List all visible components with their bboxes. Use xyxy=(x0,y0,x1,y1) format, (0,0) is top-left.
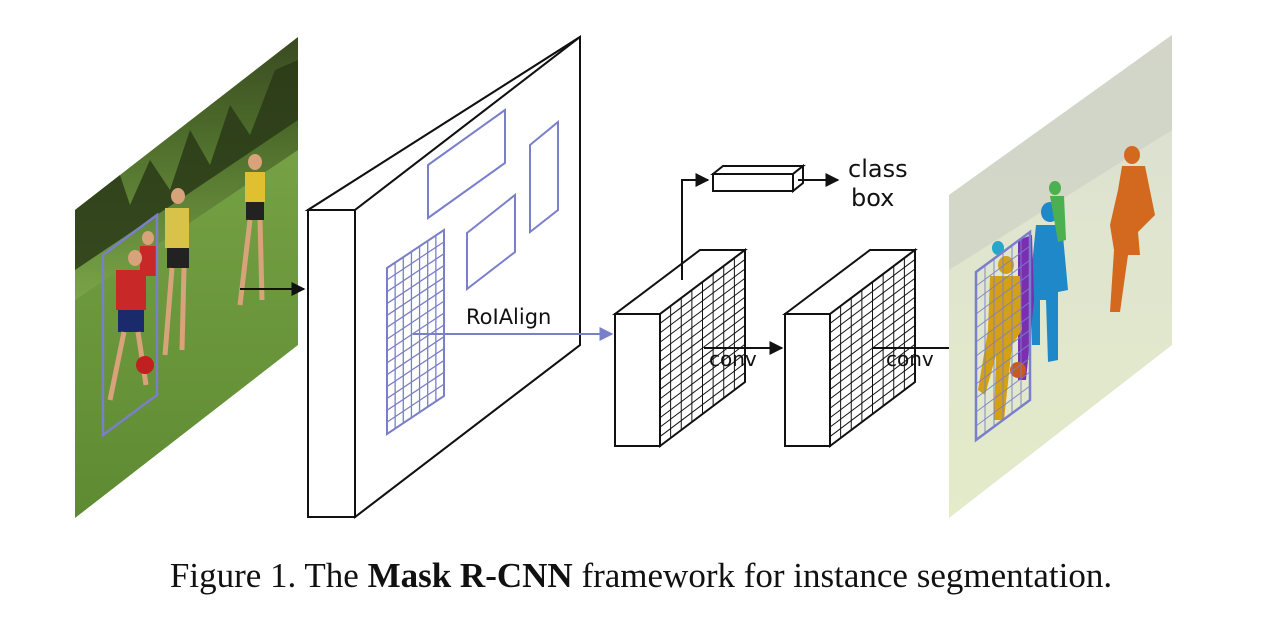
grid-line xyxy=(975,301,1031,343)
grid-line xyxy=(386,371,445,411)
grid-line xyxy=(829,372,916,437)
grid-line xyxy=(659,306,746,371)
conv-label-1: conv xyxy=(709,347,757,371)
grid-line xyxy=(386,265,445,305)
grid-line xyxy=(659,296,746,362)
grid-line xyxy=(975,371,1031,413)
grid-line xyxy=(829,296,916,362)
grid-line xyxy=(829,306,916,371)
grid-line xyxy=(829,277,916,343)
feature-roi-boxes xyxy=(427,108,559,292)
grid-line xyxy=(829,249,916,315)
grid-line xyxy=(386,359,445,399)
grid-line xyxy=(975,399,1031,441)
grid-line xyxy=(659,249,746,315)
roi-grid-output xyxy=(975,231,1031,441)
grid-line xyxy=(975,287,1031,329)
grid-line xyxy=(659,259,746,324)
grid-line xyxy=(975,231,1031,273)
branch-arrow-to-fc xyxy=(681,173,710,280)
instance-masks xyxy=(978,146,1155,420)
grid-line xyxy=(975,385,1031,427)
grid-line xyxy=(829,343,916,409)
caption-prefix: Figure 1. The xyxy=(169,556,368,595)
grid-line xyxy=(829,325,916,390)
grid-line xyxy=(659,325,746,390)
grid-line xyxy=(386,348,445,388)
grid-line xyxy=(386,253,445,293)
grid-line xyxy=(386,336,445,376)
conv-label-2: conv xyxy=(886,347,934,371)
input-image xyxy=(75,37,298,518)
grid-line xyxy=(975,343,1031,385)
grid-line xyxy=(386,395,445,435)
grid-line xyxy=(975,357,1031,399)
grid-line xyxy=(975,259,1031,301)
output-image xyxy=(949,35,1172,518)
grid-line xyxy=(975,315,1031,357)
grid-line xyxy=(659,372,746,437)
roialign-label: RoIAlign xyxy=(466,305,551,329)
grid-line xyxy=(386,229,445,269)
grid-line xyxy=(659,277,746,343)
fc-layer xyxy=(710,163,806,194)
class-label: class xyxy=(848,155,908,183)
grid-line xyxy=(975,273,1031,315)
grid-line xyxy=(659,353,746,419)
grid-line xyxy=(975,329,1031,371)
roi-feature-grid-1 xyxy=(659,249,746,447)
grid-line xyxy=(659,315,746,381)
feature-roi-grid xyxy=(386,228,445,436)
grid-line xyxy=(386,276,445,316)
grid-line xyxy=(386,324,445,364)
figure-caption: Figure 1. The Mask R-CNN framework for i… xyxy=(0,556,1282,596)
grid-line xyxy=(829,268,916,334)
grid-line xyxy=(829,381,916,447)
grid-line xyxy=(659,343,746,409)
grid-line xyxy=(829,315,916,381)
grid-line xyxy=(659,334,746,400)
grid-line xyxy=(659,362,746,428)
grid-line xyxy=(829,287,916,353)
caption-bold: Mask R-CNN xyxy=(367,556,573,595)
grid-line xyxy=(386,300,445,340)
grid-line xyxy=(386,312,445,352)
grid-line xyxy=(829,353,916,419)
grid-line xyxy=(659,381,746,447)
grid-line xyxy=(659,268,746,334)
grid-line xyxy=(386,383,445,423)
grid-line xyxy=(386,288,445,328)
roi-feature-grid-2 xyxy=(829,249,916,447)
caption-suffix: framework for instance segmentation. xyxy=(572,556,1113,595)
grid-line xyxy=(975,245,1031,287)
grid-line xyxy=(386,241,445,281)
player-figures xyxy=(107,154,265,401)
box-label: box xyxy=(851,184,894,212)
grid-line xyxy=(829,362,916,428)
grid-line xyxy=(829,259,916,324)
grid-line xyxy=(829,334,916,400)
grid-line xyxy=(659,287,746,353)
roi-box-input xyxy=(101,212,159,438)
mask-rcnn-diagram: RoIAlign class box conv conv xyxy=(75,34,1172,520)
